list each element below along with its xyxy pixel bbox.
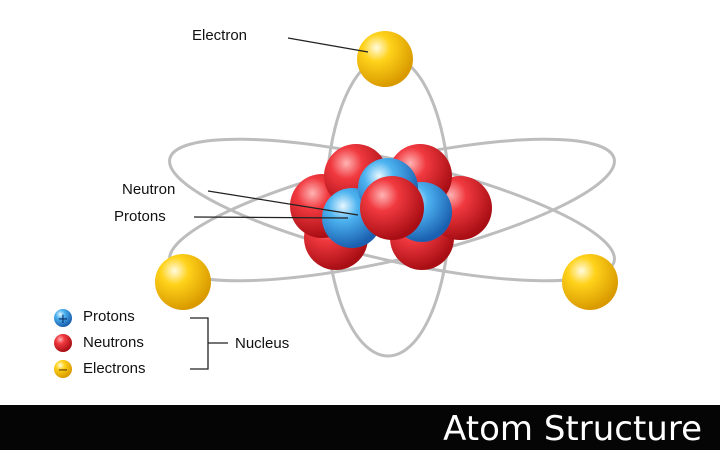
electron-particle-right [562,254,618,310]
minus-icon: − [58,363,69,378]
legend-icons: + − [54,309,72,378]
electron-leader-line [287,37,369,53]
legend-protons-label: Protons [83,308,135,325]
protons-label: Protons [114,208,166,225]
proton-legend-icon [54,309,72,327]
neutron-legend-icon [54,334,72,352]
neutron-label: Neutron [122,181,176,198]
footer-title: Atom Structure [443,409,702,449]
electron-label: Electron [192,27,248,44]
nucleus [290,144,492,270]
legend-electrons-label: Electrons [83,360,146,377]
leader-lines [193,37,369,219]
legend-nucleus-label: Nucleus [235,335,290,352]
protons-leader-line [193,216,349,219]
neutron-particle [360,176,424,240]
nucleus-bracket [190,317,228,370]
legend-neutrons-label: Neutrons [83,334,144,351]
footer-bar: Atom Structure [0,405,720,450]
electron-particle-top [357,31,413,87]
electron-legend-icon [54,360,72,378]
electron-particle-left [155,254,211,310]
plus-icon: + [58,312,69,327]
neutron-leader-line [207,190,359,216]
